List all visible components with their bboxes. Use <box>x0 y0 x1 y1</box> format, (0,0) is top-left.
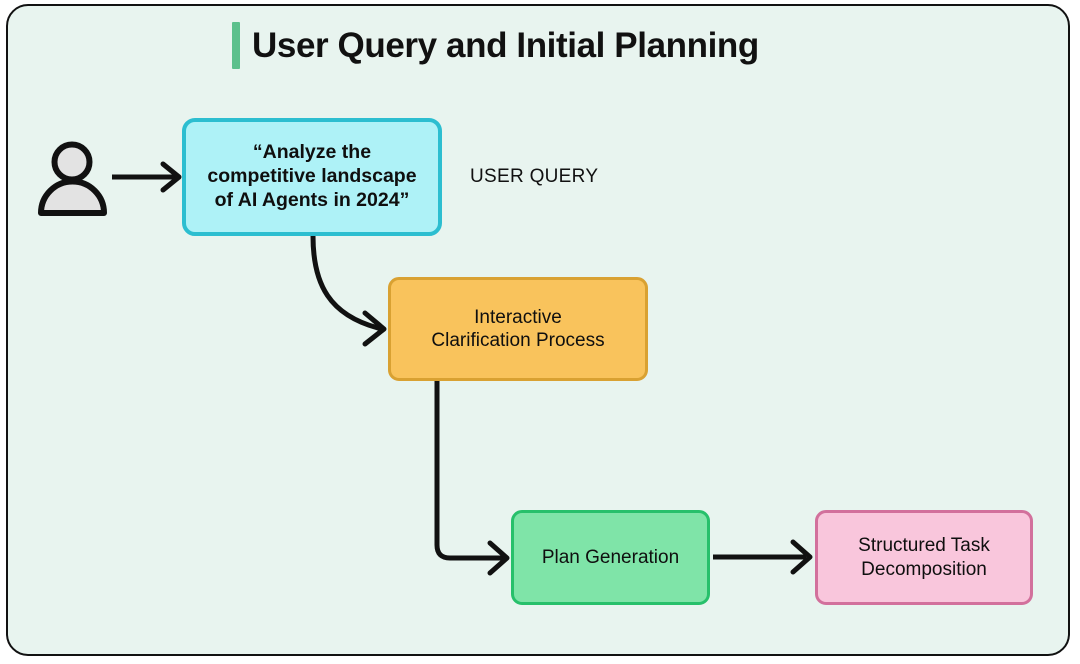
user-query-caption: USER QUERY <box>470 166 599 187</box>
title-accent-bar <box>232 22 240 69</box>
node-structured-task-decomposition[interactable]: Structured Task Decomposition <box>815 510 1033 605</box>
page-title: User Query and Initial Planning <box>232 22 759 69</box>
node-interactive-clarification-process[interactable]: Interactive Clarification Process <box>388 277 648 381</box>
node-user-query[interactable]: “Analyze the competitive landscape of AI… <box>182 118 442 236</box>
page-title-text: User Query and Initial Planning <box>252 26 759 65</box>
node-plan-generation[interactable]: Plan Generation <box>511 510 710 605</box>
